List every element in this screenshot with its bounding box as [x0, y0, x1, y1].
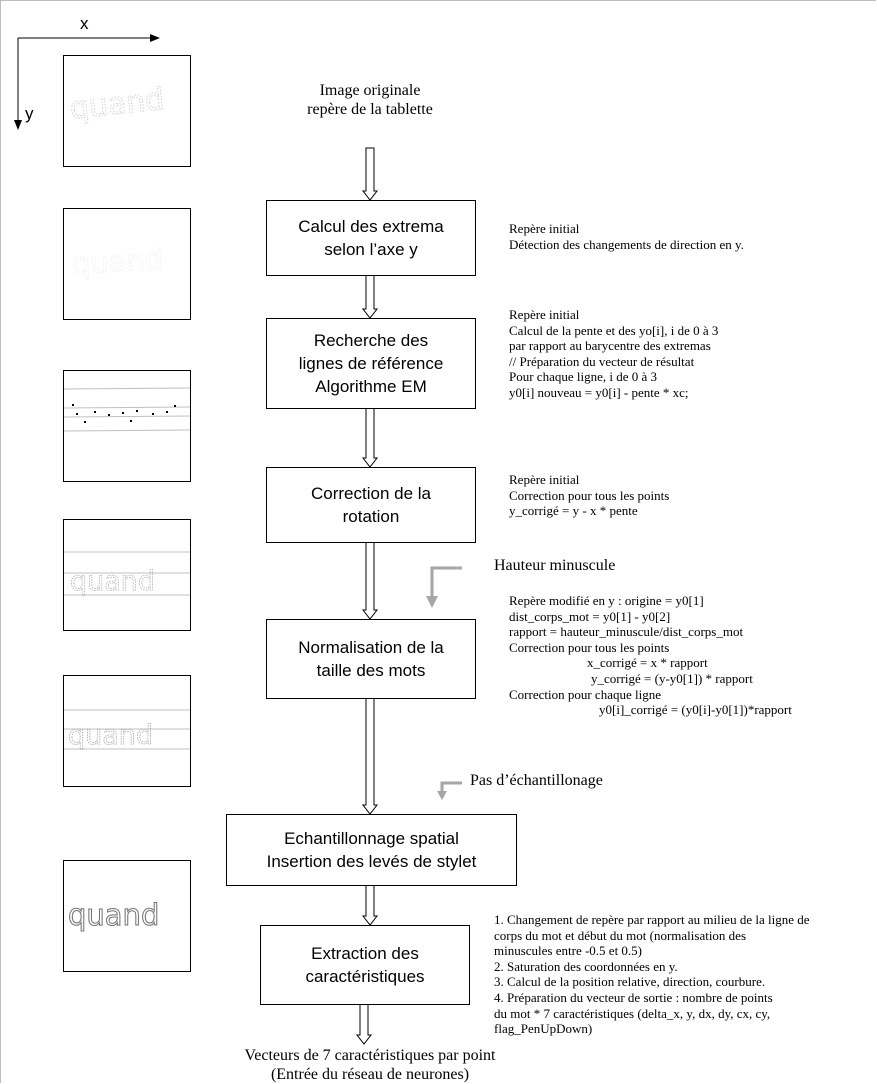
handwritten-word: quand	[70, 566, 155, 597]
handwritten-word: quand	[68, 720, 153, 751]
note-extraction: 1. Changement de repère par rapport au m…	[494, 912, 810, 1037]
thumbnail-normalisation: quand	[63, 675, 191, 787]
y-axis-label: y	[25, 104, 34, 123]
param-markers	[426, 566, 462, 800]
x-axis-label: x	[80, 14, 89, 33]
note-normalisation: Repère modifié en y : origine = y0[1]dis…	[509, 593, 792, 718]
param-hauteur-minuscule: Hauteur minuscule	[494, 557, 616, 574]
thumb-drawing-1: quand	[68, 81, 166, 127]
y-axis-arrowhead	[14, 120, 22, 130]
thumbnail-extraction: quand	[63, 860, 191, 972]
flow-arrow-1	[361, 147, 379, 201]
param-pas-echantillonage: Pas d’échantillonage	[470, 772, 603, 789]
pas-marker-line	[440, 781, 462, 794]
x-axis-arrowhead	[150, 34, 160, 42]
thumbnail-rotation: quand	[63, 519, 191, 631]
flow-arrow-3	[361, 406, 379, 468]
handwritten-word: quand	[68, 82, 166, 127]
hauteur-marker-line	[430, 566, 462, 602]
flow-arrow-6	[361, 883, 379, 926]
flow-arrow-5	[361, 696, 379, 815]
output-caption: Vecteurs de 7 caractéristiques par point…	[244, 1047, 496, 1083]
hauteur-marker-head	[426, 596, 438, 608]
thumbnail-extrema: quand	[63, 208, 191, 320]
flow-arrow-4	[361, 540, 379, 620]
flow-arrow-7	[355, 1002, 373, 1045]
start-caption: Image originale repère de la tablette	[307, 82, 433, 118]
handwritten-word: quand	[68, 898, 159, 932]
handwritten-word: quand	[71, 242, 164, 281]
pas-marker-head	[437, 791, 447, 800]
thumbnail-reference-lines	[63, 370, 191, 482]
flow-arrows	[355, 147, 379, 1045]
thumbnail-original: quand	[63, 55, 191, 167]
flow-arrow-2	[361, 273, 379, 319]
